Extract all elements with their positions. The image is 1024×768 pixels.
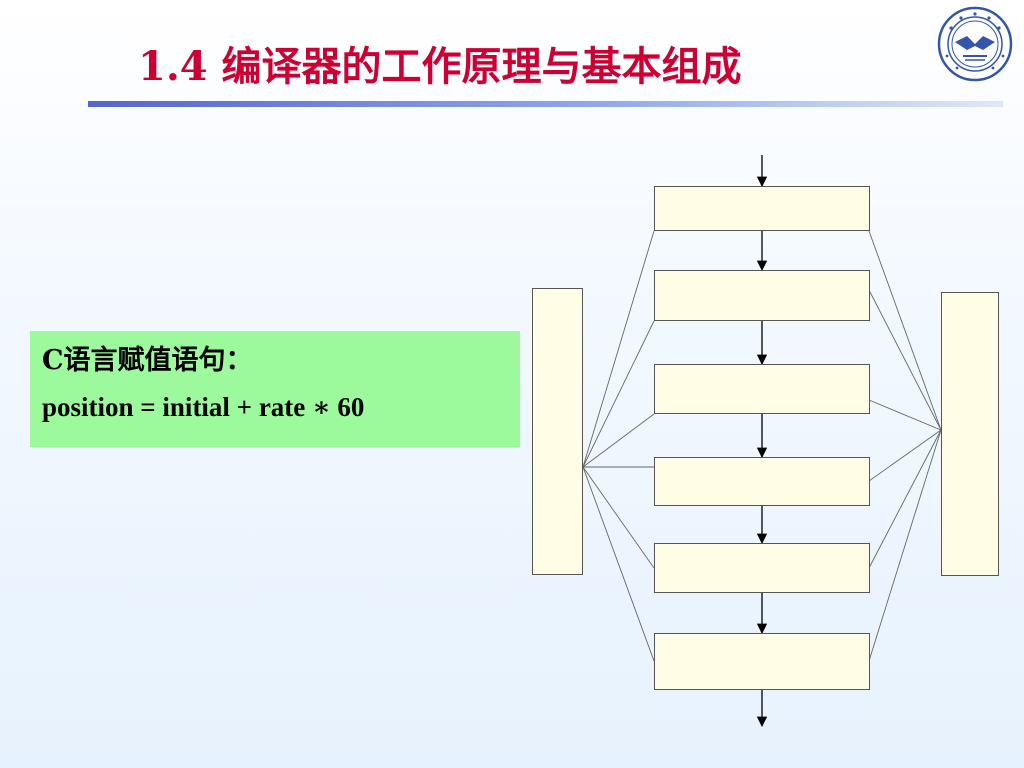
stage-box-5 <box>654 543 870 593</box>
stage-box-4 <box>654 457 870 506</box>
code-example-box: C语言赋值语句： position = initial + rate ∗ 60 <box>30 331 520 447</box>
left-side-box <box>532 288 583 575</box>
stage-box-2 <box>654 270 870 321</box>
stage-box-6 <box>654 633 870 690</box>
stage-box-1 <box>654 186 870 231</box>
stage-box-3 <box>654 364 870 414</box>
page-title: 1.4 编译器的工作原理与基本组成 <box>138 43 742 90</box>
code-statement: position = initial + rate ∗ 60 <box>42 392 365 422</box>
university-seal-icon <box>937 6 1013 82</box>
right-side-box <box>941 292 999 576</box>
code-caption: C语言赋值语句： <box>42 345 253 376</box>
title-underline <box>88 101 1003 107</box>
